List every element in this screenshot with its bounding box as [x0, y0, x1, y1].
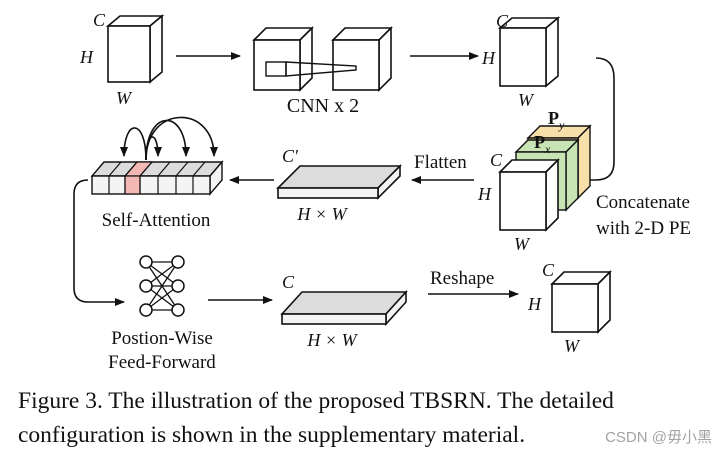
concat-cube: C H W [477, 150, 560, 254]
output-label-h: H [527, 294, 542, 314]
figure-caption: Figure 3. The illustration of the propos… [18, 388, 614, 448]
cnn-block: CNN x 2 [252, 26, 393, 117]
ffn-bar-label-hw: H × W [306, 330, 358, 350]
flat-label-cprime: C′ [282, 146, 299, 166]
cnn-receptive-field [285, 61, 357, 77]
ffn-network-icon: Postion-Wise Feed-Forward [108, 255, 216, 370]
ffn-output-bar: C H × W [280, 272, 408, 350]
output-label-c: C [542, 260, 555, 280]
ffn-bar-label-c: C [282, 272, 295, 292]
input-label-c: C [93, 10, 106, 30]
flat-label-hw: H × W [296, 204, 348, 224]
concat-label-line1: Concatenate [596, 192, 690, 213]
concat-label-line2: with 2-D PE [596, 218, 691, 239]
arrow-attention-to-ffn [73, 179, 125, 306]
output-label-w: W [564, 336, 581, 356]
flatten-label: Flatten [414, 152, 467, 173]
pe-y-label: Py [548, 108, 565, 132]
tbsrn-diagram: C H W CNN x 2 C H W [73, 10, 691, 370]
pe-x-label: Px [534, 132, 551, 156]
concat-label-c: C [490, 150, 503, 170]
input-label-h: H [79, 47, 94, 67]
concat-label-h: H [477, 184, 492, 204]
output-cube: C H W [527, 260, 612, 356]
watermark: CSDN @毋小黑 [605, 429, 712, 446]
feature-label-h: H [481, 48, 496, 68]
ffn-label-line2: Feed-Forward [108, 352, 216, 370]
cnn-label: CNN x 2 [287, 95, 359, 117]
feature-cube: C H W [481, 11, 561, 110]
self-attention-label: Self-Attention [102, 210, 211, 231]
flat-bar: C′ H × W [276, 146, 402, 224]
self-attention-block: Self-Attention [90, 116, 224, 231]
feature-label-w: W [518, 90, 535, 110]
reshape-label: Reshape [430, 268, 494, 289]
ffn-label-line1: Postion-Wise [111, 328, 213, 349]
input-cube: C H W [79, 10, 165, 108]
arrow-to-concat [575, 57, 615, 184]
concat-label-w: W [514, 234, 531, 254]
input-label-w: W [116, 88, 133, 108]
feature-label-c: C [496, 11, 509, 31]
